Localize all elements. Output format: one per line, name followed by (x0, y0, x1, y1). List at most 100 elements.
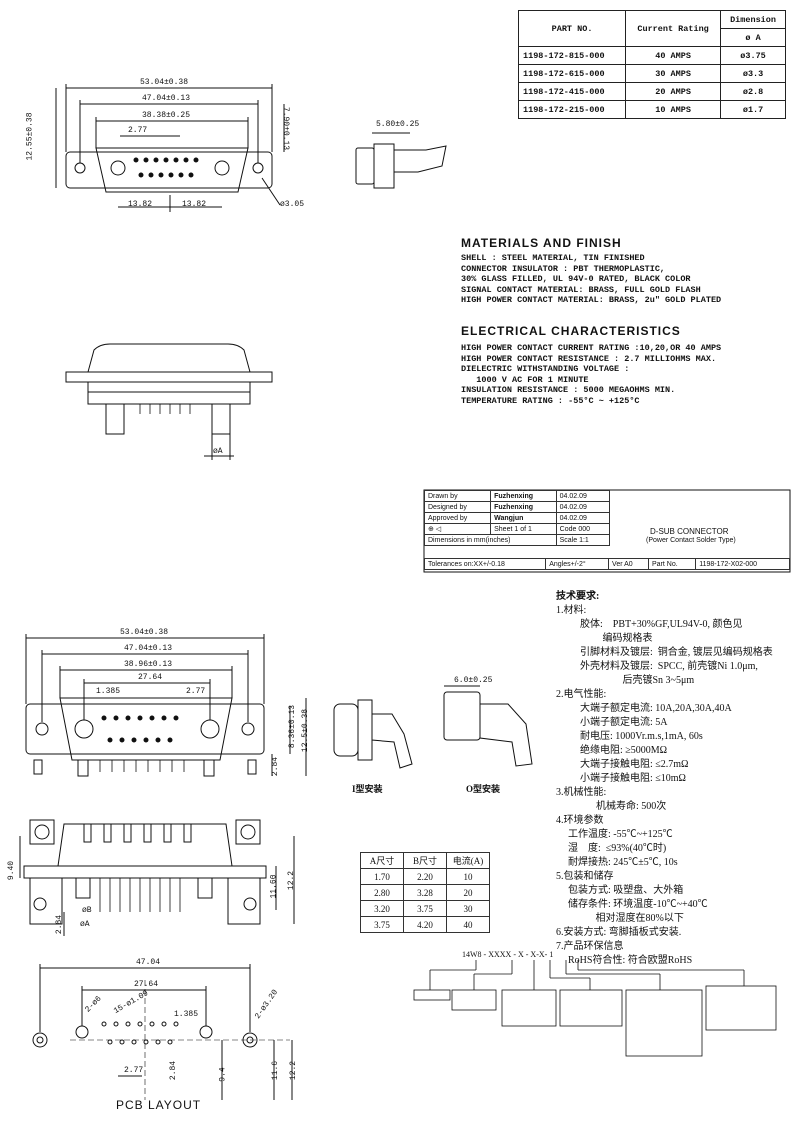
electrical-text: HIGH POWER CONTACT CURRENT RATING :10,20… (461, 343, 721, 407)
tech-line: 大端子额定电流: 10A,20A,30A,40A (580, 703, 732, 714)
dim-label: 53.04±0.38 (120, 628, 169, 637)
tech-line: 7.产品环保信息 (556, 941, 624, 952)
ab-cell: 10 (446, 868, 490, 885)
dim-label: øA (80, 920, 90, 929)
dim-label: 47.04±0.13 (124, 644, 173, 653)
dim-label: 2.77 (186, 687, 206, 696)
dim-label: 27.64 (134, 980, 159, 989)
ab-cell: 40 (446, 916, 490, 933)
tb-partno: 1198-172-X02-000 (695, 558, 790, 570)
ab-cell: 1.70 (360, 868, 404, 885)
part-cell: 1198-172-415-000 (517, 82, 627, 101)
tech-line: 3.机械性能: (556, 787, 607, 798)
header-dimension-sub: ø A (720, 28, 786, 47)
dim-label: 1.385 (96, 687, 121, 696)
dim-cell: ø3.3 (720, 64, 786, 83)
tech-line: 机械寿命: 500次 (596, 801, 667, 812)
dim-label: 2.84 (271, 756, 281, 777)
dim-label: 47.04±0.13 (142, 94, 191, 103)
tech-line: 5.包装和储存 (556, 871, 614, 882)
dim-cell: ø2.8 (720, 82, 786, 101)
dim-label: 12.5±0.38 (301, 708, 311, 753)
drawing-subtitle: (Power Contact Solder Type) (646, 537, 736, 544)
spec-line: SHELL : STEEL MATERIAL, TIN FINISHED (461, 253, 645, 263)
dim-label: 38.96±0.13 (124, 660, 173, 669)
dim-cell: ø3.75 (720, 46, 786, 65)
tech-requirements: 技术要求: 1.材料: 胶体: PBT+30%GF,UL94V-0, 颜色见 编… (556, 590, 773, 968)
tech-line: 胶体: PBT+30%GF,UL94V-0, 颜色见 (580, 619, 743, 630)
ab-header: B尺寸 (403, 852, 447, 869)
tech-line: 小端子额定电流: 5A (580, 717, 668, 728)
lower-bottom-view (19, 819, 295, 936)
tb-date: 04.02.09 (555, 512, 611, 524)
tech-line: 大端子接触电阻: ≤2.7mΩ (580, 759, 689, 770)
tech-line: 6.安装方式: 弯脚插板式安装. (556, 927, 682, 938)
lower-front-view (25, 634, 307, 777)
ab-cell: 3.28 (403, 884, 447, 901)
tech-line: 耐焊接热: 245℃±5℃, 10s (568, 857, 678, 868)
part-cell: 1198-172-815-000 (517, 46, 627, 65)
spec-line: HIGH POWER CONTACT RESISTANCE : 2.7 MILL… (461, 353, 717, 364)
parts-table: PART NO. Current Rating Dimension ø A 11… (517, 10, 786, 119)
table-row: 1198-172-815-000 40 AMPS ø3.75 (517, 46, 786, 65)
order-code-tree (413, 960, 777, 1057)
tech-line: 储存条件: 环境温度-10℃~+40℃ (568, 899, 708, 910)
ab-cell: 3.20 (360, 900, 404, 917)
part-cell: 1198-172-615-000 (517, 64, 627, 83)
dim-label: 12.2 (287, 870, 297, 891)
dim-label: 53.04±0.38 (140, 78, 189, 87)
projection-symbol-icon: ⊕ ◁ (423, 523, 492, 535)
tb-partno-label: Part No. (647, 558, 697, 570)
tb-label: Designed by (423, 501, 492, 513)
dim-label: 11.60 (269, 874, 279, 899)
tech-line: 外壳材料及镀层: SPCC, 前壳镀Ni 1.0μm, (580, 661, 758, 672)
tech-line: 湿 度: ≤93%(40℃时) (568, 843, 667, 854)
ab-cell: 30 (446, 900, 490, 917)
tb-label: Drawn by (423, 490, 492, 502)
spec-line: DIELECTRIC WITHSTANDING VOLTAGE : (461, 364, 630, 375)
dim-label: øA (213, 447, 223, 456)
title-block-bottom: Tolerances on:XX+/-0.18 Angles+/-2° Ver … (423, 558, 790, 570)
header-dimension: Dimension (720, 10, 786, 29)
spec-line: SIGNAL CONTACT MATERIAL: BRASS, FULL GOL… (461, 284, 701, 295)
rating-cell: 40 AMPS (625, 46, 722, 65)
tech-line: 编码规格表 (580, 633, 653, 644)
tech-line: 后壳镀Sn 3~5μm (580, 675, 695, 686)
order-code: 14W8 - XXXX - X - X-X- 1 (462, 950, 554, 959)
tb-dimensions: Dimensions in mm(inches) (424, 534, 557, 546)
dim-label: 12.2 (289, 1060, 299, 1081)
header-part-no: PART NO. (517, 10, 627, 47)
dim-label: 11.6 (271, 1060, 281, 1081)
dim-label: 9.40 (7, 860, 17, 881)
tb-scale: Scale 1:1 (555, 534, 611, 546)
spec-line: 1000 V AC FOR 1 MINUTE (461, 374, 589, 385)
tb-date: 04.02.09 (555, 490, 611, 502)
dim-label: 13.82 (182, 200, 207, 209)
spec-line: HIGH POWER CONTACT CURRENT RATING :10,20… (461, 343, 722, 353)
tb-value: Wangjun (490, 512, 557, 524)
dim-label: 47.04 (136, 958, 161, 967)
spec-line: INSULATION RESISTANCE : 5000 MEGAOHMS MI… (461, 385, 676, 396)
tb-value: Fuzhenxing (490, 501, 557, 513)
dim-label: 12.55±0.38 (25, 112, 35, 161)
rating-cell: 20 AMPS (625, 82, 722, 101)
table-row: 1198-172-415-000 20 AMPS ø2.8 (517, 82, 786, 101)
spec-line: CONNECTOR INSULATOR : PBT THERMOPLASTIC, (461, 263, 666, 274)
ab-header: 电流(A) (446, 852, 490, 869)
ab-cell: 2.80 (360, 884, 404, 901)
label-i-mount: I型安装 (352, 784, 383, 794)
tech-line: 2.电气性能: (556, 689, 607, 700)
tech-line: 耐电压: 1000Vr.m.s,1mA, 60s (580, 731, 703, 742)
materials-text: SHELL : STEEL MATERIAL, TIN FINISHED CON… (461, 253, 721, 306)
ab-cell: 2.20 (403, 868, 447, 885)
tech-line: 引脚材料及镀层: 铜合金, 镀层见编码规格表 (580, 647, 773, 658)
dim-label: 9.4 (218, 1067, 228, 1082)
dim-label: 7.90±0.13 (281, 106, 291, 151)
tb-angles: Angles+/-2° (545, 558, 610, 570)
part-cell: 1198-172-215-000 (517, 100, 627, 119)
